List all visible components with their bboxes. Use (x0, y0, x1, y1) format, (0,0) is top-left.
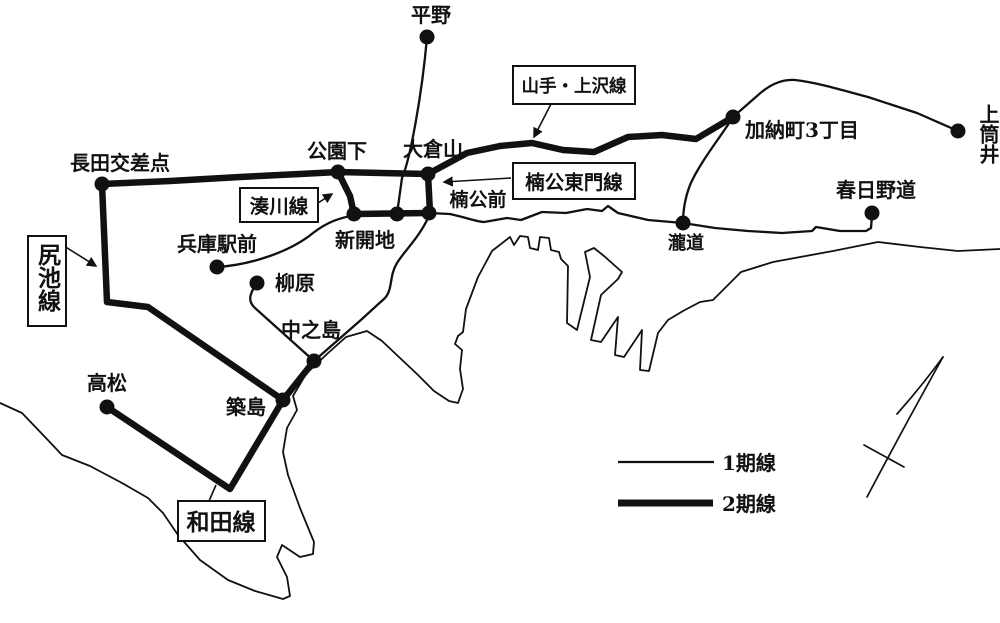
station-label-shinkaichi: 新開地 (335, 228, 395, 252)
coastline (0, 235, 1000, 600)
line-label-minatogawa: 湊川線 (239, 187, 334, 223)
legend-thick-label: 2期線 (722, 492, 776, 516)
station-dot-okurayama (420, 166, 436, 182)
station-label-nakanoshima: 中之島 (281, 318, 341, 342)
legend-thin-label: 1期線 (722, 451, 776, 475)
station-dot-nakanoshima (306, 353, 322, 369)
legend: 1期線 2期線 (618, 451, 776, 516)
station-label-yanagihara: 柳原 (275, 271, 315, 295)
station-dot-yanagihara (249, 275, 265, 291)
line-coastal-east (427, 204, 874, 235)
compass-arrow (863, 356, 944, 498)
station-label-koen-shita: 公園下 (307, 139, 367, 163)
station-label-tsukishima: 築島 (225, 395, 266, 419)
station-dot-junction (389, 206, 405, 222)
minatogawa-label-text: 湊川線 (250, 195, 309, 218)
yamate-label-text: 山手・上沢線 (522, 76, 627, 97)
station-label-nanko-mae: 楠公前 (448, 188, 506, 211)
station-dot-takimichi (675, 215, 691, 231)
wada-label-box (177, 500, 266, 542)
station-label-takimichi: 瀧道 (668, 232, 704, 254)
line-label-shirike: 尻池線 (27, 235, 98, 327)
shirike-label-box (27, 235, 67, 327)
shirike-pointer-arrow (63, 245, 98, 267)
station-dot-shinkaichi (346, 206, 362, 222)
compass-arrow-shaft (866, 356, 944, 498)
station-dot-takamatsu (99, 399, 115, 415)
line-shirike (98, 180, 287, 404)
station-dot-kasuganomichi (864, 205, 880, 221)
wada-pointer-line (208, 484, 217, 502)
compass-arrow-barb (896, 356, 944, 415)
compass-arrow-tick (863, 444, 905, 468)
line-wada (103, 396, 287, 493)
station-dot-hyogo-ekimae (209, 259, 225, 275)
station-label-kasuganomichi: 春日野道 (835, 178, 916, 202)
minatogawa-pointer-arrow (317, 193, 334, 204)
station-dot-nagata-kosaten (94, 176, 110, 192)
line-nakanoshima-nanko (312, 214, 431, 363)
line-label-wada: 和田線 (177, 484, 266, 542)
wada-label-text: 和田線 (187, 509, 256, 536)
station-dot-koen-shita (330, 164, 346, 180)
nanko-tomon-label-text: 楠公東門線 (524, 171, 623, 194)
station-label-hirano: 平野 (411, 3, 451, 27)
line-main-yamate-kamisawa (98, 113, 737, 188)
station-dot-kanocho-3chome (725, 109, 741, 125)
yamate-label-box (512, 65, 636, 105)
line-label-nanko-tomon: 楠公東門線 (442, 162, 636, 200)
line-hirano (395, 35, 429, 216)
nanko-tomon-pointer-arrow (442, 176, 512, 187)
station-label-nagata-kosaten: 長田交差点 (70, 151, 170, 175)
minatogawa-label-box (239, 187, 319, 223)
station-label-kami-tsutsui: 上筒井 (976, 104, 1000, 165)
shirike-label-text: 尻池線 (34, 243, 62, 313)
line-tsukishima-nakanoshima (279, 357, 318, 404)
station-dot-tsukishima (275, 392, 291, 408)
line-kanocho-takimichi (681, 115, 735, 225)
line-kanocho-kamitsutsui (731, 78, 960, 133)
station-label-takamatsu: 高松 (87, 371, 127, 395)
yamate-pointer-arrow (533, 103, 552, 139)
station-label-kanocho-3chome: 加納町3丁目 (744, 118, 859, 142)
station-dot-kami-tsutsui (950, 123, 966, 139)
station-dot-hirano (419, 29, 435, 45)
nanko-tomon-label-box (512, 162, 636, 200)
station-label-hyogo-ekimae: 兵庫駅前 (177, 232, 257, 256)
station-dot-nanko-mae (421, 205, 437, 221)
line-label-yamate-kamisawa: 山手・上沢線 (512, 65, 636, 139)
line-hyogo-ekimae (215, 213, 356, 269)
station-label-okurayama: 大倉山 (403, 137, 463, 161)
